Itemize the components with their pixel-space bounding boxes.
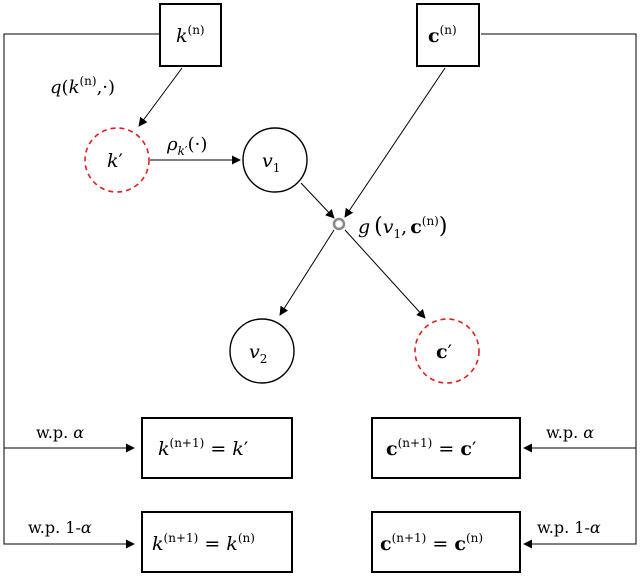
flow-arrows (138, 67, 446, 319)
wire-k-reject (3, 448, 135, 549)
arrow-kn-to-kprime (138, 67, 183, 127)
rho-label: ρk′(·) (166, 134, 207, 158)
svg-text:c(n+1) = c(n): c(n+1) = c(n) (380, 531, 483, 555)
box-c-reject: c(n+1) = c(n) (371, 511, 521, 573)
wire-c-accept (481, 33, 637, 453)
c-n-base: c (428, 25, 440, 47)
svg-text:v2: v2 (249, 341, 267, 366)
c-n-sup: (n) (440, 23, 457, 37)
svg-text:k(n+1) = k′: k(n+1) = k′ (158, 436, 248, 460)
node-v1: v1 (242, 127, 308, 193)
node-v2: v2 (229, 318, 295, 384)
feedback-wires (3, 33, 637, 549)
junction-dot (332, 217, 346, 231)
prob-right-accept: w.p. α (546, 423, 594, 442)
g-function-label: g(v1,c(n)) (358, 214, 447, 241)
q-proposal-label: q(k(n),·) (50, 74, 115, 98)
svg-text:k(n): k(n) (176, 23, 205, 47)
wire-k-accept (3, 33, 160, 448)
prob-right-reject: w.p. 1-α (537, 518, 601, 537)
svg-text:k′: k′ (107, 150, 123, 172)
prob-left-accept: w.p. α (36, 423, 84, 442)
arrow-v1-to-g (300, 182, 335, 219)
k-n-base: k (176, 25, 188, 47)
svg-text:k(n+1) = k(n): k(n+1) = k(n) (152, 531, 255, 555)
node-c-prime: c′ (414, 318, 480, 384)
box-k-n: k(n) (159, 3, 222, 67)
box-c-accept: c(n+1) = c′ (371, 417, 521, 479)
svg-text:c(n+1) = c′: c(n+1) = c′ (386, 436, 476, 460)
arrow-g-to-v2 (279, 229, 335, 316)
arrow-cn-to-g (344, 67, 446, 218)
junction-g: g(v1,c(n)) (332, 214, 447, 241)
box-k-reject: k(n+1) = k(n) (141, 511, 293, 573)
svg-text:v1: v1 (262, 150, 280, 175)
box-c-n: c(n) (416, 3, 480, 67)
k-n-sup: (n) (188, 23, 205, 37)
prob-left-reject: w.p. 1-α (28, 518, 92, 537)
svg-text:c′: c′ (436, 341, 452, 363)
arrow-g-to-cprime (344, 229, 426, 319)
node-k-prime: k′ (84, 127, 150, 193)
svg-text:c(n): c(n) (428, 23, 457, 47)
box-k-accept: k(n+1) = k′ (141, 417, 293, 479)
wire-c-reject (523, 448, 637, 549)
